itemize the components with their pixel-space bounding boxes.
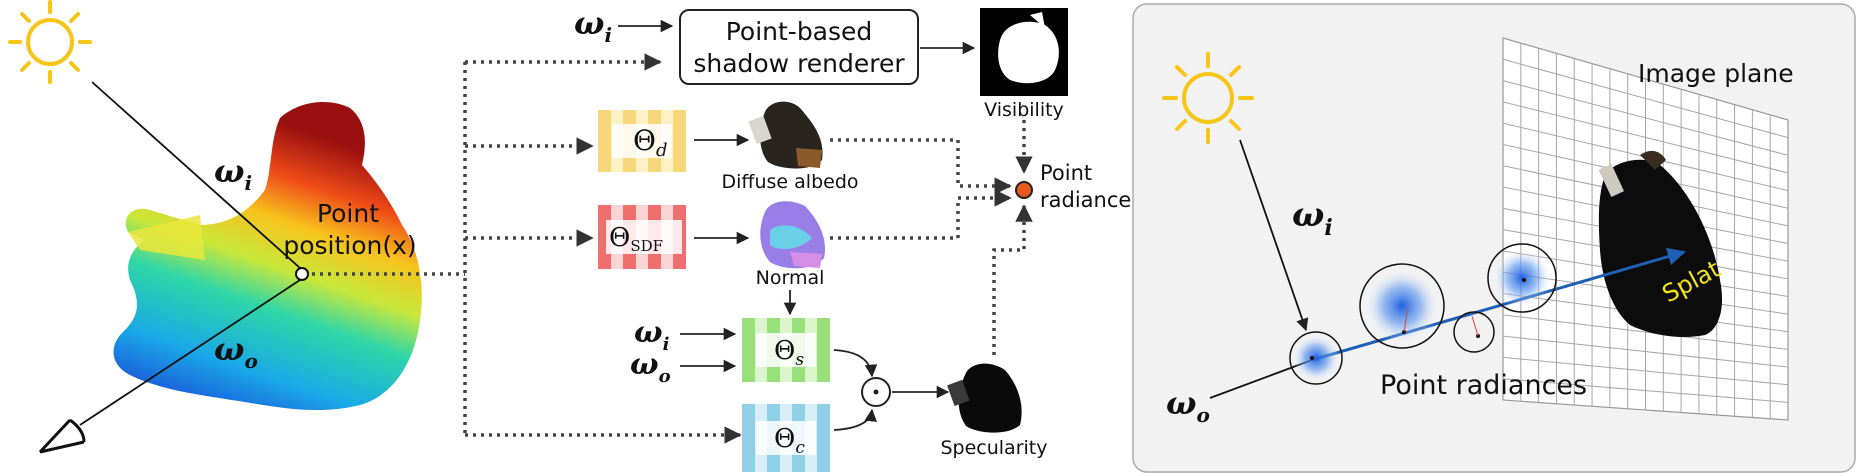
- right-sun-icon: [1162, 52, 1254, 144]
- point-radiance-splat-4: [1487, 243, 1557, 313]
- normal-map-image: [760, 201, 826, 269]
- point-radiances-label: Point radiances: [1380, 370, 1587, 401]
- theta-s-label: Θs: [774, 336, 804, 370]
- light-direction-line: [91, 81, 301, 269]
- right-omega-i-label: ωi: [1292, 195, 1333, 241]
- theta-d-network: [598, 110, 686, 172]
- sun-icon: [8, 0, 92, 84]
- shadow-renderer-label-2: shadow renderer: [693, 49, 905, 78]
- diffuse-albedo-label: Diffuse albedo: [721, 171, 858, 193]
- normal-label: Normal: [756, 267, 825, 289]
- left-omega-i-label: ωi: [214, 152, 252, 195]
- point-marker: [295, 267, 309, 281]
- dotted-connectors: [312, 53, 1033, 444]
- specularity-label: Specularity: [940, 437, 1047, 459]
- grid-line-horizontal: [1502, 356, 1789, 386]
- right-light-ray: [1239, 139, 1309, 332]
- shadow-renderer-box: [679, 9, 919, 85]
- right-camera-ray: [1311, 247, 1686, 362]
- splat-statue: [1598, 150, 1723, 337]
- point-radiance-label-1: Point: [1040, 161, 1092, 185]
- point-radiance-splat-2: [1359, 263, 1445, 349]
- theta-s-network: [742, 318, 830, 382]
- point-radiance-label-2: radiance: [1040, 188, 1131, 212]
- pipeline-omega-i-label: ωi: [574, 4, 612, 47]
- right-omega-o-label: ωo: [1166, 384, 1210, 427]
- theta-sdf-network: [598, 205, 686, 269]
- pipeline-omega-i-label-2: ωi: [634, 315, 670, 355]
- eye-icon: [38, 418, 86, 454]
- point-position-label-line1: Point: [317, 199, 379, 228]
- theta-c-label: Θc: [774, 424, 805, 458]
- view-direction-line: [79, 279, 301, 426]
- theta-d-label: Θd: [633, 124, 668, 161]
- pipeline-omega-o-label: ωo: [630, 347, 671, 387]
- theta-sdf-label: ΘSDF: [609, 223, 663, 255]
- grid-line-horizontal: [1502, 101, 1789, 174]
- left-omega-o-label: ωo: [214, 330, 258, 373]
- point-position-label-line2: position(x): [283, 231, 416, 260]
- grid-line-horizontal: [1502, 58, 1789, 139]
- grid-line-horizontal: [1502, 378, 1789, 403]
- point-radiance-splat-3: [1453, 311, 1495, 353]
- visibility-label: Visibility: [984, 99, 1064, 121]
- theta-s-to-mult: [833, 349, 878, 378]
- grid-line-horizontal: [1502, 335, 1789, 368]
- specularity-image: [947, 363, 1022, 433]
- visibility-image: [980, 8, 1068, 96]
- image-plane-label: Image plane: [1638, 59, 1794, 88]
- shadow-renderer-label-1: Point-based: [726, 17, 873, 46]
- grid-line-horizontal: [1502, 80, 1789, 156]
- diffuse-albedo-image: [748, 101, 823, 169]
- point-radiance-node: [1015, 181, 1033, 199]
- theta-c-network: [742, 404, 830, 472]
- point-cloud-statue: [113, 102, 422, 411]
- theta-c-to-mult: [833, 408, 877, 431]
- grid-line-horizontal: [1502, 314, 1789, 350]
- point-radiance-splat-1: [1289, 331, 1343, 385]
